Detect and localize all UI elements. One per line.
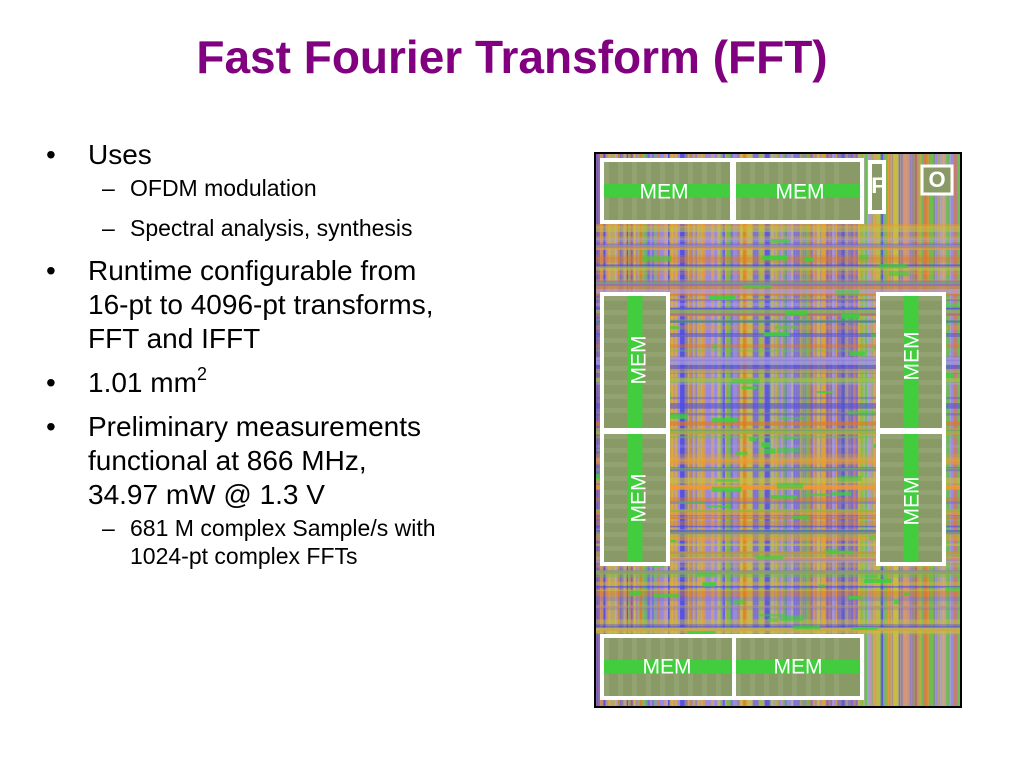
mem-label-bottom-left: MEM [642, 655, 692, 679]
block-f-label: F [871, 173, 885, 198]
bullet-uses: •Uses [46, 139, 152, 170]
slide-title: Fast Fourier Transform (FFT) [196, 31, 828, 83]
bullet-list: •Uses –OFDM modulation –Spectral analysi… [44, 138, 544, 582]
dash-icon: – [102, 175, 115, 201]
mem-label-top-right: MEM [775, 180, 825, 204]
bullet-icon: • [46, 255, 56, 286]
chip-layout-image [596, 154, 960, 706]
mem-label-right-lower: MEM [900, 476, 924, 526]
bullet-area: •1.01 mm2 [46, 364, 207, 398]
dash-icon: – [102, 515, 115, 541]
mem-label-top-left: MEM [639, 180, 689, 204]
chip-die-photo: MEM MEM MEM MEM MEM MEM MEM MEM F O [594, 152, 962, 708]
sub-bullet-ofdm: –OFDM modulation [102, 175, 317, 201]
bullet-icon: • [46, 139, 56, 170]
mem-label-bottom-right: MEM [773, 655, 823, 679]
mem-label-left-lower: MEM [627, 473, 651, 523]
sub-bullet-spectral: –Spectral analysis, synthesis [102, 215, 413, 241]
dash-icon: – [102, 215, 115, 241]
mem-label-right-upper: MEM [900, 331, 924, 381]
mem-label-left-upper: MEM [627, 335, 651, 385]
bullet-icon: • [46, 367, 56, 398]
bullet-icon: • [46, 411, 56, 442]
block-o-label: O [928, 167, 946, 192]
